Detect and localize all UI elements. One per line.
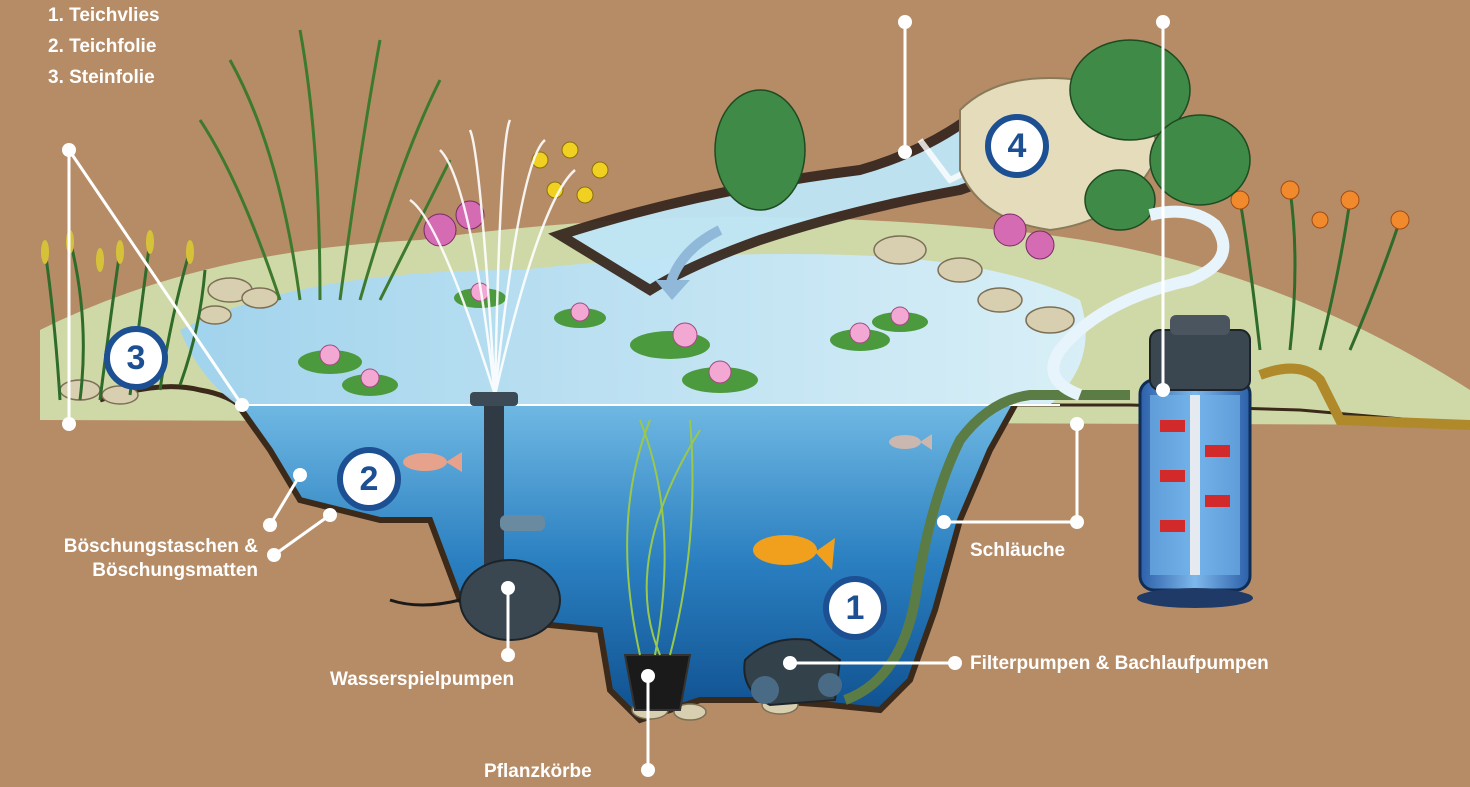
yellow-flowers [532, 142, 608, 203]
label-slope-pockets-line1: Böschungstaschen & [8, 535, 258, 559]
label-plant-baskets: Pflanzkörbe [484, 760, 592, 784]
badge-2: 2 [337, 447, 401, 511]
badge-1: 1 [823, 576, 887, 640]
liner-item-teichfolie: 2. Teichfolie [48, 35, 160, 59]
label-fountain-pumps: Wasserspielpumpen [330, 668, 514, 692]
label-filter-pumps: Filterpumpen & Bachlaufpumpen [970, 652, 1269, 676]
badge-4: 4 [985, 114, 1049, 178]
pressure-filter [1137, 315, 1253, 608]
label-slope-pockets-line2: Böschungsmatten [8, 559, 258, 583]
liner-item-steinfolie: 3. Steinfolie [48, 66, 160, 90]
liner-list: 1. Teichvlies 2. Teichfolie 3. Steinfoli… [48, 4, 160, 89]
badge-3: 3 [104, 326, 168, 390]
label-slope-pockets: Böschungstaschen & Böschungsmatten [8, 535, 258, 583]
label-hoses: Schläuche [970, 539, 1065, 563]
liner-item-teichvlies: 1. Teichvlies [48, 4, 160, 28]
